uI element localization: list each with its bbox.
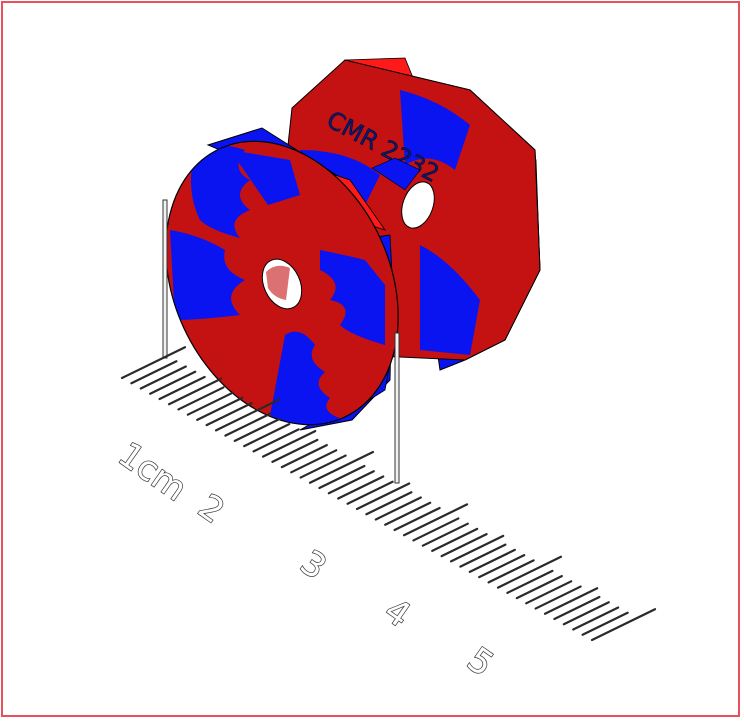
ruler-minor-tick <box>149 370 197 395</box>
ruler-minor-tick <box>487 559 535 584</box>
ruler-minor-tick <box>130 360 178 385</box>
ruler-minor-tick <box>280 443 328 469</box>
ruler-major-tick <box>590 608 657 642</box>
ruler-minor-tick <box>449 534 505 563</box>
ruler-minor-tick <box>139 365 187 390</box>
ruler-minor-tick <box>572 606 620 631</box>
ruler-minor-tick <box>186 391 234 416</box>
ruler-minor-tick <box>299 454 347 479</box>
ruler-minor-tick <box>440 533 488 558</box>
ruler-minor-tick <box>318 464 366 490</box>
ruler-minor-tick <box>252 428 300 453</box>
ruler-minor-tick <box>233 417 281 442</box>
ruler-minor-tick <box>431 527 479 553</box>
right-pin <box>394 332 400 484</box>
sector-lower <box>270 331 345 440</box>
ruler-major-tick <box>496 555 563 589</box>
ruler-minor-tick <box>525 580 573 605</box>
ruler-minor-tick <box>506 569 554 594</box>
ruler-minor-tick <box>271 438 319 463</box>
ruler-minor-tick <box>384 501 432 526</box>
ruler-label-2: 2 <box>191 487 232 532</box>
ruler-minor-tick <box>393 506 441 532</box>
ruler-major-tick <box>402 503 469 537</box>
ruler-minor-tick <box>224 412 272 437</box>
ruler-minor-tick <box>290 449 338 474</box>
sector-right <box>320 250 385 345</box>
ruler-minor-tick <box>346 480 394 505</box>
ruler-minor-tick <box>327 470 375 495</box>
ruler-minor-tick <box>365 491 413 516</box>
ruler-label-4: 4 <box>377 591 418 636</box>
left-pin <box>162 199 168 359</box>
ruler-minor-tick <box>562 601 610 626</box>
ruler-label-5: 5 <box>460 640 501 685</box>
ruler-minor-tick <box>534 585 582 610</box>
ruler-minor-tick <box>459 543 507 568</box>
ruler-label-1cm: 1cm <box>111 435 194 510</box>
sector-upper-left <box>191 145 250 238</box>
ruler-minor-tick <box>515 574 563 600</box>
ruler-labels: 1cm 2 3 4 5 <box>110 434 501 686</box>
ruler-minor-tick <box>158 375 206 401</box>
ruler <box>120 346 657 642</box>
ruler-major-tick <box>308 450 375 484</box>
ruler-minor-tick <box>478 554 526 579</box>
ruler-minor-tick <box>355 482 411 511</box>
ruler-minor-tick <box>177 386 225 411</box>
ruler-minor-tick <box>261 429 317 458</box>
ruler-minor-tick <box>243 423 291 448</box>
ruler-minor-tick <box>543 587 599 615</box>
ruler-minor-tick <box>205 402 253 427</box>
sector-left <box>170 230 245 320</box>
ruler-minor-tick <box>196 396 244 422</box>
ruler-minor-tick <box>581 611 629 636</box>
ruler-minor-tick <box>553 595 601 621</box>
ruler-label-3: 3 <box>293 543 334 588</box>
ruler-minor-tick <box>374 496 422 521</box>
back-magnet-hole <box>401 181 435 229</box>
ruler-major-tick <box>120 346 187 380</box>
ruler-minor-tick <box>167 377 223 406</box>
ruler-minor-tick <box>468 548 516 573</box>
ruler-minor-tick <box>412 517 460 542</box>
ruler-minor-tick <box>337 475 385 500</box>
ruler-major-tick <box>214 398 281 432</box>
ruler-minor-tick <box>421 522 469 547</box>
